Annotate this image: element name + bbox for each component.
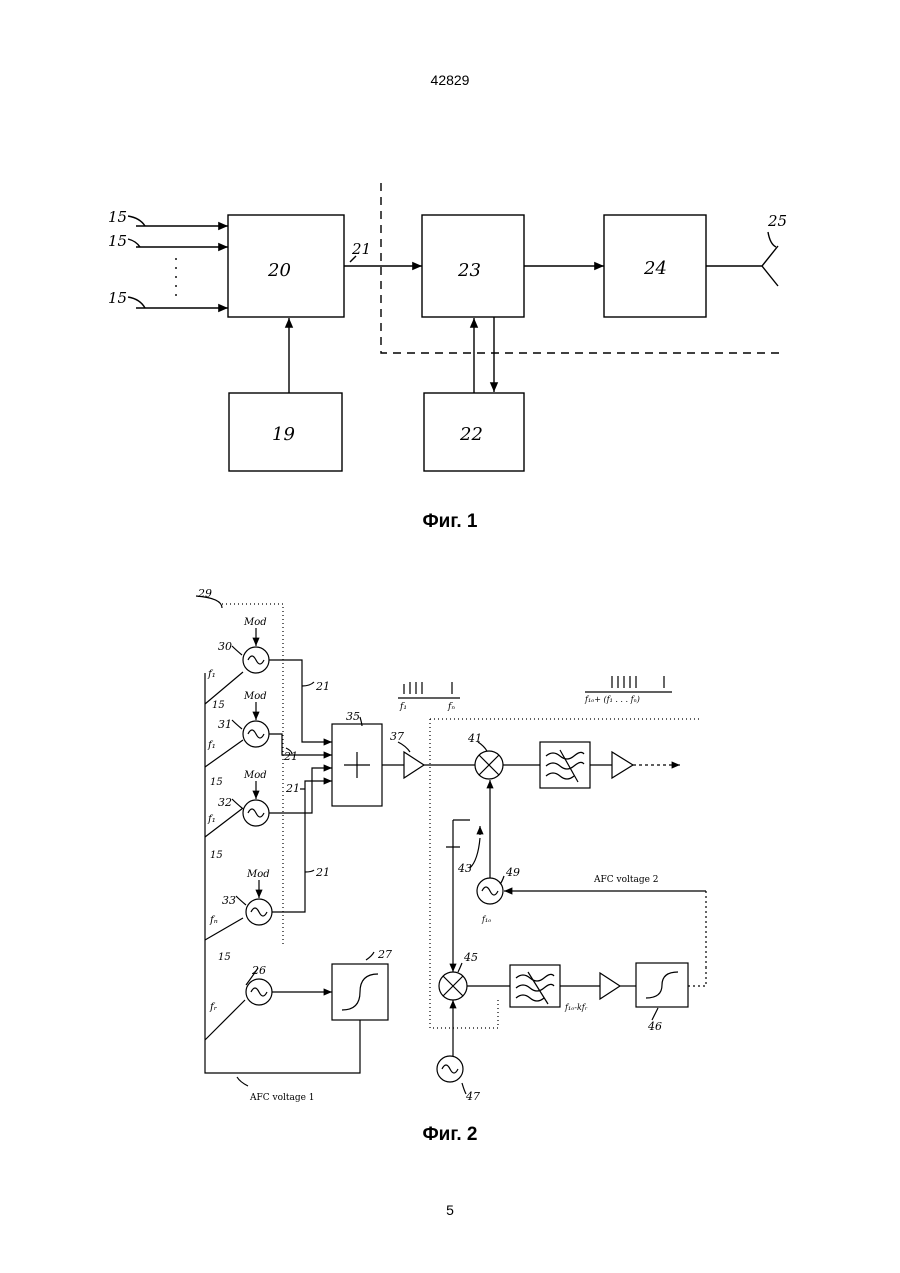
plus-icon (344, 752, 370, 778)
label-27: 27 (377, 948, 392, 961)
label-46: 46 (647, 1020, 662, 1033)
leader-31 (232, 720, 242, 729)
leader-32 (232, 799, 242, 808)
spectrum-2 (585, 676, 672, 692)
label-block-20: 20 (267, 260, 291, 281)
label-21: 21 (351, 240, 371, 258)
leader-25 (768, 232, 776, 247)
reference-43 (446, 820, 470, 847)
label-45: 45 (463, 951, 478, 964)
leader-37 (398, 742, 410, 752)
label-21-c: 21 (285, 782, 300, 795)
label-antenna-25: 25 (767, 212, 787, 230)
amplifier-37 (404, 752, 424, 778)
label-33: 33 (222, 894, 236, 907)
label-29: 29 (197, 587, 212, 600)
label-21-a: 21 (315, 680, 330, 693)
label-15-a: 15 (212, 700, 225, 711)
leader-35 (360, 717, 362, 726)
label-49: 49 (505, 866, 520, 879)
leader-27 (366, 952, 374, 960)
label-15-c: 15 (210, 850, 223, 861)
figure-2-labels: 29 30 31 32 33 26 Mod Mod Mod Mod f₁ f₁ … (197, 587, 662, 1103)
label-f1-c: f₁ (207, 814, 216, 825)
label-fr: fᵣ (209, 1002, 218, 1013)
output-amplifier (612, 752, 633, 778)
leader-45 (458, 963, 462, 972)
leader-15-3 (128, 297, 145, 308)
figure-1-labels: 15 15 15 20 19 21 23 22 24 25 (108, 208, 787, 445)
figure-2 (196, 596, 706, 1094)
label-f1-b: f₁ (207, 740, 216, 751)
leader-afc1 (237, 1077, 248, 1086)
label-spectrum1-right: fₙ (447, 702, 455, 712)
label-flo: f₁ₒ (481, 915, 491, 924)
label-15-2: 15 (108, 232, 127, 250)
label-mod-1: Mod (243, 617, 267, 628)
afc-bus-1 (205, 673, 360, 1073)
label-fn: fₙ (209, 915, 218, 926)
amplifier-2 (600, 973, 620, 999)
leader-49 (500, 876, 504, 884)
figure-1-caption: Фиг. 1 (0, 511, 900, 533)
afc-2-return (688, 968, 706, 986)
afc-labels: AFC voltage 1 AFC voltage 2 (249, 875, 659, 1103)
label-41: 41 (467, 732, 482, 745)
figure-2-caption: Фиг. 2 (0, 1124, 900, 1146)
label-f1-a: f₁ (207, 669, 216, 680)
label-afc-voltage-1: AFC voltage 1 (249, 1093, 315, 1103)
output-21-33 (272, 781, 332, 912)
label-15-b: 15 (210, 777, 223, 788)
label-spectrum2: f₁ₒ+ (f₁ . . . fₙ) (584, 695, 640, 704)
label-31: 31 (218, 718, 232, 731)
label-15-1: 15 (108, 208, 127, 226)
label-afc-voltage-2: AFC voltage 2 (593, 875, 659, 885)
label-37: 37 (390, 730, 404, 743)
label-block-24: 24 (643, 258, 667, 279)
leader-33 (236, 896, 246, 905)
detector-27-curve (342, 974, 378, 1010)
filter-bottom-waves (516, 972, 554, 1004)
label-43: 43 (457, 862, 472, 875)
label-flo-kfr: f₁ₒ-kfᵣ (564, 1003, 588, 1012)
leader-15-2 (128, 239, 140, 247)
leader-21d (305, 870, 314, 872)
mixer-45-x (443, 976, 463, 996)
leader-21a (302, 682, 314, 686)
dashed-boundary (381, 183, 784, 353)
label-spectrum1-left: f₁ (399, 702, 407, 712)
output-21-30 (269, 660, 332, 742)
detector-46-curve (646, 972, 678, 998)
antenna-25 (706, 246, 778, 286)
page-number-bottom: 5 (0, 1202, 900, 1218)
label-35: 35 (346, 710, 360, 723)
label-15-e: 15 (218, 952, 231, 963)
label-mod-4: Mod (246, 869, 270, 880)
label-mod-3: Mod (243, 770, 267, 781)
label-block-23: 23 (457, 260, 481, 281)
sine-47 (442, 1065, 458, 1073)
label-47: 47 (465, 1090, 480, 1103)
label-26: 26 (251, 964, 266, 977)
output-21-31 (269, 734, 332, 755)
output-21-32 (269, 768, 332, 813)
mixer-41-x (479, 755, 499, 775)
filter-top-waves (546, 750, 584, 782)
label-21-d: 21 (315, 866, 330, 879)
spectrum-1 (398, 682, 460, 698)
leader-46 (652, 1008, 658, 1020)
leader-30 (232, 646, 242, 655)
label-block-22: 22 (459, 424, 483, 445)
label-15-3: 15 (108, 289, 127, 307)
label-21-b: 21 (283, 750, 298, 763)
label-mod-2: Mod (243, 691, 267, 702)
label-30: 30 (218, 640, 232, 653)
figure-1 (128, 183, 784, 471)
leader-15-1 (128, 216, 145, 226)
sine-49 (482, 887, 498, 895)
label-block-19: 19 (272, 424, 295, 445)
label-32: 32 (218, 796, 232, 809)
